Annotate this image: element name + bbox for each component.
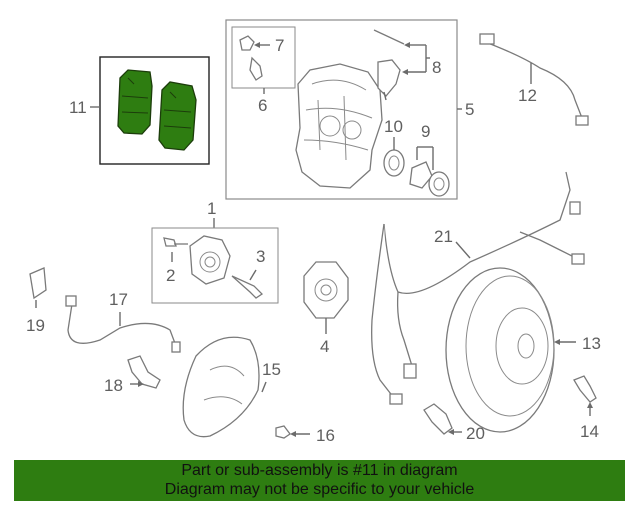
exploded-parts-diagram: 11 5 7 6 8 10 <box>26 19 601 445</box>
bleeder-valve[interactable] <box>249 56 263 81</box>
caliper-piston[interactable] <box>409 161 433 189</box>
callout-2[interactable]: 2 <box>166 266 175 285</box>
hose-bracket[interactable] <box>127 355 161 389</box>
pad-spring[interactable] <box>377 59 401 97</box>
wear-sensor-tip[interactable] <box>575 115 589 126</box>
callout-12[interactable]: 12 <box>518 86 537 105</box>
abs-wheel-sensor-group[interactable]: 20 <box>423 403 485 443</box>
info-line-2: Diagram may not be specific to your vehi… <box>164 481 475 498</box>
callout-13[interactable]: 13 <box>582 334 601 353</box>
callout-14[interactable]: 14 <box>580 422 599 441</box>
brake-rotor[interactable] <box>445 267 555 433</box>
wear-sensor-connector[interactable] <box>479 33 495 45</box>
callout-11[interactable]: 11 <box>69 98 87 117</box>
callout-18[interactable]: 18 <box>104 376 123 395</box>
wear-sensor-group[interactable]: 12 <box>479 33 589 126</box>
callout-17[interactable]: 17 <box>109 290 128 309</box>
abs-connector-top[interactable] <box>569 201 581 215</box>
info-line-1: Part or sub-assembly is #11 in diagram <box>181 462 458 479</box>
hub-bolt-head[interactable] <box>163 237 177 247</box>
piston-seal[interactable] <box>383 149 405 177</box>
part-6-box <box>231 26 296 89</box>
abs-connector-low[interactable] <box>403 363 417 379</box>
brake-hose-fitting-top[interactable] <box>65 295 77 307</box>
wheel-hub[interactable] <box>303 261 349 319</box>
hub-group[interactable]: 1 2 3 <box>151 199 279 304</box>
bleeder-cap[interactable] <box>239 35 255 51</box>
caliper-group[interactable]: 5 7 6 8 10 9 <box>225 19 474 200</box>
callout-4[interactable]: 4 <box>320 337 329 356</box>
callout-15[interactable]: 15 <box>262 360 281 379</box>
brake-hose-fitting-end[interactable] <box>171 341 181 353</box>
brake-pad-group[interactable]: 11 <box>69 56 210 165</box>
brake-pad-right[interactable] <box>158 81 197 151</box>
callout-8[interactable]: 8 <box>432 58 441 77</box>
callout-7[interactable]: 7 <box>275 36 284 55</box>
brake-hose-group[interactable]: 17 <box>65 290 181 353</box>
hose-bracket-group[interactable]: 18 <box>104 355 161 395</box>
brake-pad-left[interactable] <box>117 69 153 135</box>
abs-wheel-sensor[interactable] <box>423 403 453 435</box>
callout-1[interactable]: 1 <box>207 199 216 218</box>
callout-10[interactable]: 10 <box>384 117 403 136</box>
splash-shield[interactable] <box>182 336 260 438</box>
abs-connector-mid[interactable] <box>571 253 585 265</box>
rotor-screw[interactable] <box>573 375 597 403</box>
callout-16[interactable]: 16 <box>316 426 335 445</box>
callout-19[interactable]: 19 <box>26 316 45 335</box>
shield-bolt[interactable] <box>275 425 291 439</box>
rotor-screw-group[interactable]: 14 <box>573 375 599 441</box>
splash-shield-group[interactable]: 15 16 <box>182 336 335 445</box>
brake-caliper[interactable] <box>295 63 383 189</box>
clip-group[interactable]: 19 <box>26 267 47 335</box>
retaining-clip[interactable] <box>29 267 47 300</box>
callout-21[interactable]: 21 <box>434 227 453 246</box>
hub-bolt[interactable] <box>231 275 264 299</box>
wheel-hub-group[interactable]: 4 <box>303 261 349 356</box>
hub-flange[interactable] <box>189 235 231 285</box>
callout-9[interactable]: 9 <box>421 122 430 141</box>
callout-20[interactable]: 20 <box>466 424 485 443</box>
dust-boot[interactable] <box>428 171 450 197</box>
callout-3[interactable]: 3 <box>256 247 265 266</box>
rotor-group[interactable]: 13 <box>445 267 601 433</box>
abs-connector-end[interactable] <box>389 393 403 405</box>
info-banner: Part or sub-assembly is #11 in diagram D… <box>14 460 625 501</box>
abs-sensor-group[interactable]: 21 <box>371 171 585 405</box>
callout-6[interactable]: 6 <box>258 96 267 115</box>
callout-5[interactable]: 5 <box>465 100 474 119</box>
